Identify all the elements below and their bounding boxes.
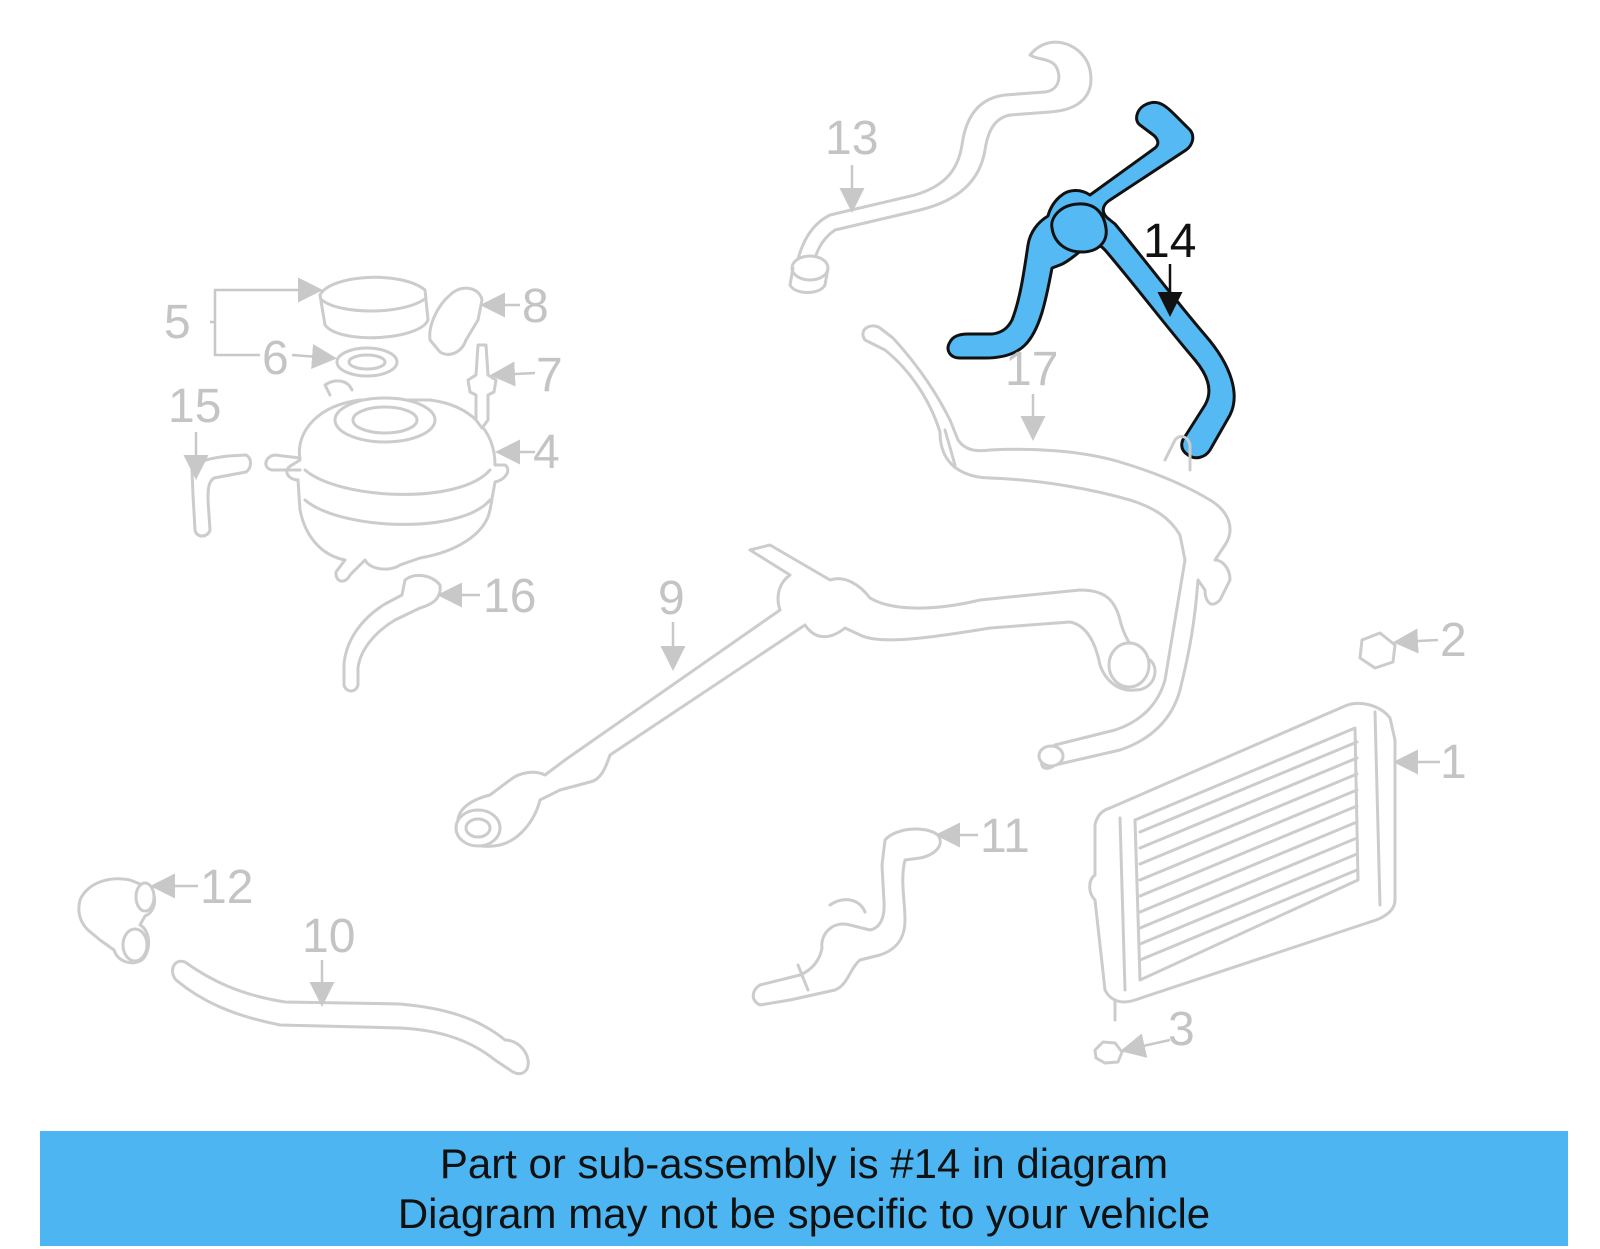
part-10-lower-hose[interactable] [171, 959, 530, 1076]
banner-line-part: Part or sub-assembly is #14 in diagram [439, 1139, 1169, 1187]
callout-17: 17 [1005, 343, 1058, 396]
banner-line-disclaimer: Diagram may not be specific to your vehi… [397, 1189, 1211, 1237]
part-15-small-hose[interactable] [190, 453, 252, 538]
part-17-coolant-pipe[interactable] [861, 324, 1232, 770]
part-13-upper-hose[interactable] [788, 40, 1093, 294]
part-14-coolant-hose[interactable] [946, 100, 1236, 460]
callout-9: 9 [658, 572, 685, 625]
callout-6: 6 [262, 332, 289, 385]
callout-16: 16 [483, 570, 536, 623]
part-3-nut[interactable] [1093, 1040, 1124, 1065]
callout-13: 13 [825, 112, 878, 165]
part-7-bolt[interactable] [466, 343, 498, 430]
parts-diagram: 1 2 3 4 5 6 7 8 9 10 11 12 13 14 15 16 1… [77, 40, 1467, 1076]
callout-labels: 1 2 3 4 5 6 7 8 9 10 11 12 13 14 15 16 1… [164, 112, 1467, 1056]
leader-lines [150, 165, 1440, 1058]
part-12-hose-fitting[interactable] [77, 877, 157, 965]
callout-15: 15 [168, 380, 221, 433]
callout-4: 4 [533, 426, 560, 479]
part-1-radiator[interactable] [1088, 702, 1397, 1022]
callout-14: 14 [1143, 215, 1196, 268]
callout-1: 1 [1440, 736, 1467, 789]
callout-10: 10 [302, 910, 355, 963]
info-banner: Part or sub-assembly is #14 in diagram D… [40, 1131, 1568, 1246]
callout-11: 11 [980, 810, 1030, 863]
callout-2: 2 [1440, 614, 1467, 667]
part-5-tank-cap[interactable] [318, 275, 430, 340]
callout-3: 3 [1168, 1003, 1195, 1056]
part-8-bracket[interactable] [428, 286, 484, 356]
callout-7: 7 [536, 349, 563, 402]
part-4-expansion-tank[interactable] [264, 379, 510, 583]
part-2-clip[interactable] [1358, 631, 1397, 670]
callout-8: 8 [522, 280, 549, 333]
callout-12: 12 [200, 861, 253, 914]
part-6-cap-seal[interactable] [335, 346, 399, 378]
callout-5: 5 [164, 296, 191, 349]
part-9-coolant-pipe[interactable] [454, 543, 1157, 848]
part-11-hose[interactable] [751, 827, 942, 1007]
part-16-hose[interactable] [342, 573, 442, 693]
